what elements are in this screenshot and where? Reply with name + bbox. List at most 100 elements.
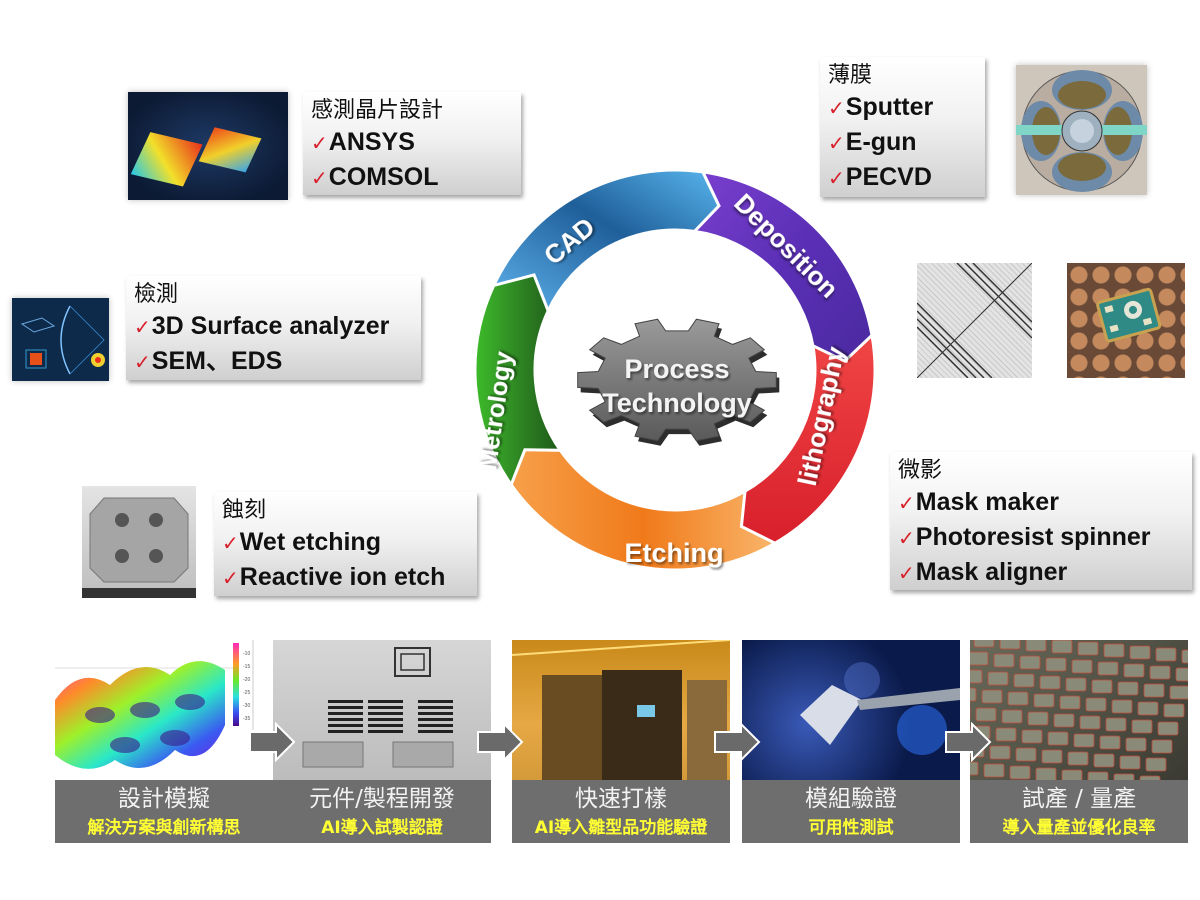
colorbar-tick: -30 — [243, 703, 250, 709]
info-item: ✓PECVD — [828, 163, 932, 191]
info-title: 微影 — [898, 458, 943, 483]
wafer-die — [1149, 665, 1171, 680]
wafer-die — [970, 687, 977, 702]
info-item: ✓ANSYS — [311, 128, 415, 156]
mems-microphone-image — [1067, 263, 1185, 378]
wafer-die — [1125, 737, 1147, 752]
wafer-die — [1077, 641, 1099, 656]
flow-caption: 設計模擬 解決方案與創新構思 — [55, 780, 273, 843]
info-item: ✓SEM、EDS — [134, 347, 283, 375]
mems-device-image — [1016, 65, 1147, 195]
wafer-die — [1019, 655, 1041, 670]
wafer-die — [1059, 695, 1081, 710]
flow-stage-rapid-prototyping: 快速打樣 AI導入雛型品功能驗證 — [512, 640, 730, 845]
flow-title: 元件/製程開發 — [309, 786, 455, 812]
wafer-die — [1113, 773, 1135, 780]
check-icon: ✓ — [828, 133, 845, 155]
wafer-die — [1041, 749, 1063, 764]
wafer-die — [1065, 677, 1087, 692]
colorbar-tick: -35 — [243, 716, 250, 722]
wafer-die — [989, 745, 1011, 760]
device-sem-image — [273, 640, 491, 780]
info-title: 薄膜 — [828, 63, 873, 88]
wafer-die — [1087, 771, 1109, 780]
wafer-die — [1091, 679, 1113, 694]
info-item: ✓COMSOL — [311, 163, 439, 191]
wafer-die — [970, 669, 983, 684]
check-icon: ✓ — [311, 133, 328, 155]
check-icon: ✓ — [311, 168, 328, 190]
wafer-die — [1131, 719, 1153, 734]
flow-subtitle: 可用性測試 — [808, 818, 894, 838]
wafer-die — [1061, 769, 1083, 780]
colorbar-tick: -15 — [243, 664, 250, 670]
wafer-die — [1025, 640, 1047, 652]
info-item: ✓Photoresist spinner — [898, 523, 1151, 551]
check-icon: ✓ — [898, 563, 915, 585]
info-item: ✓3D Surface analyzer — [134, 312, 390, 340]
wafer-die — [983, 763, 1005, 778]
flow-subtitle: 解決方案與創新構思 — [87, 818, 241, 838]
wafer-die — [1085, 697, 1107, 712]
wafer-die — [1079, 715, 1101, 730]
wafer-die — [1047, 731, 1069, 746]
wafer-die — [1053, 713, 1075, 728]
check-icon: ✓ — [222, 533, 239, 555]
wafer-die — [1157, 721, 1179, 736]
check-icon: ✓ — [222, 568, 239, 590]
flow-caption: 快速打樣 AI導入雛型品功能驗證 — [512, 780, 730, 843]
wafer-die — [1129, 645, 1151, 660]
wafer-die — [1045, 657, 1067, 672]
wafer-die — [1021, 729, 1043, 744]
info-item: ✓Wet etching — [222, 528, 381, 556]
check-icon: ✓ — [828, 98, 845, 120]
flow-stage-module-verification: 模組驗證 可用性測試 — [742, 640, 960, 845]
wafer-die — [1139, 775, 1161, 780]
wafer-die — [1105, 717, 1127, 732]
wafer-die — [1071, 659, 1093, 674]
wafer-die — [1175, 667, 1188, 682]
wafer-die — [1015, 747, 1037, 762]
flow-title: 設計模擬 — [118, 786, 210, 812]
wafer-die — [1123, 663, 1145, 678]
info-box-cad: 感測晶片設計 ✓ANSYS ✓COMSOL — [303, 92, 521, 195]
wafer-die — [1155, 647, 1177, 662]
wafer-die — [1117, 681, 1139, 696]
flow-subtitle: AI導入雛型品功能驗證 — [534, 818, 708, 838]
info-box-metrology: 檢測 ✓3D Surface analyzer ✓SEM、EDS — [126, 276, 421, 380]
center-label-line2: Technology — [602, 388, 752, 418]
info-item: ✓Mask aligner — [898, 558, 1068, 586]
wafer-die — [1009, 765, 1031, 780]
info-item: ✓E-gun — [828, 128, 917, 156]
check-icon: ✓ — [134, 352, 151, 374]
etched-chip-sem-image — [82, 486, 196, 598]
info-title: 檢測 — [134, 282, 179, 307]
wafer-die — [1181, 649, 1188, 664]
colorbar — [233, 643, 239, 726]
wafer-die — [1093, 753, 1115, 768]
info-title: 蝕刻 — [222, 498, 267, 523]
info-box-etching: 蝕刻 ✓Wet etching ✓Reactive ion etch — [214, 492, 477, 596]
colorbar-tick: -20 — [243, 677, 250, 683]
center-label-line1: Process — [624, 354, 729, 384]
wafer-die — [1097, 661, 1119, 676]
flow-title: 試產 / 量產 — [1021, 786, 1137, 812]
wafer-die — [1169, 685, 1188, 700]
wafer-die — [1051, 640, 1073, 654]
info-item: ✓Reactive ion etch — [222, 563, 446, 591]
wafer-die — [1145, 757, 1167, 772]
wafer-die — [999, 640, 1021, 650]
check-icon: ✓ — [898, 493, 915, 515]
flow-arrow-icon — [249, 722, 296, 762]
wafer-die — [1001, 709, 1023, 724]
info-item: ✓Mask maker — [898, 488, 1059, 516]
wafer-die — [1067, 751, 1089, 766]
check-icon: ✓ — [134, 317, 151, 339]
segment-label-etching: Etching — [625, 538, 724, 568]
wafer-die — [1137, 701, 1159, 716]
wafer-die — [1027, 711, 1049, 726]
cycle-arrow-metrology — [473, 273, 564, 488]
flow-stage-device-process-development: 元件/製程開發 AI導入試製認證 — [273, 640, 491, 845]
flow-subtitle: AI導入試製認證 — [321, 818, 443, 838]
flow-arrow-icon — [714, 722, 761, 762]
